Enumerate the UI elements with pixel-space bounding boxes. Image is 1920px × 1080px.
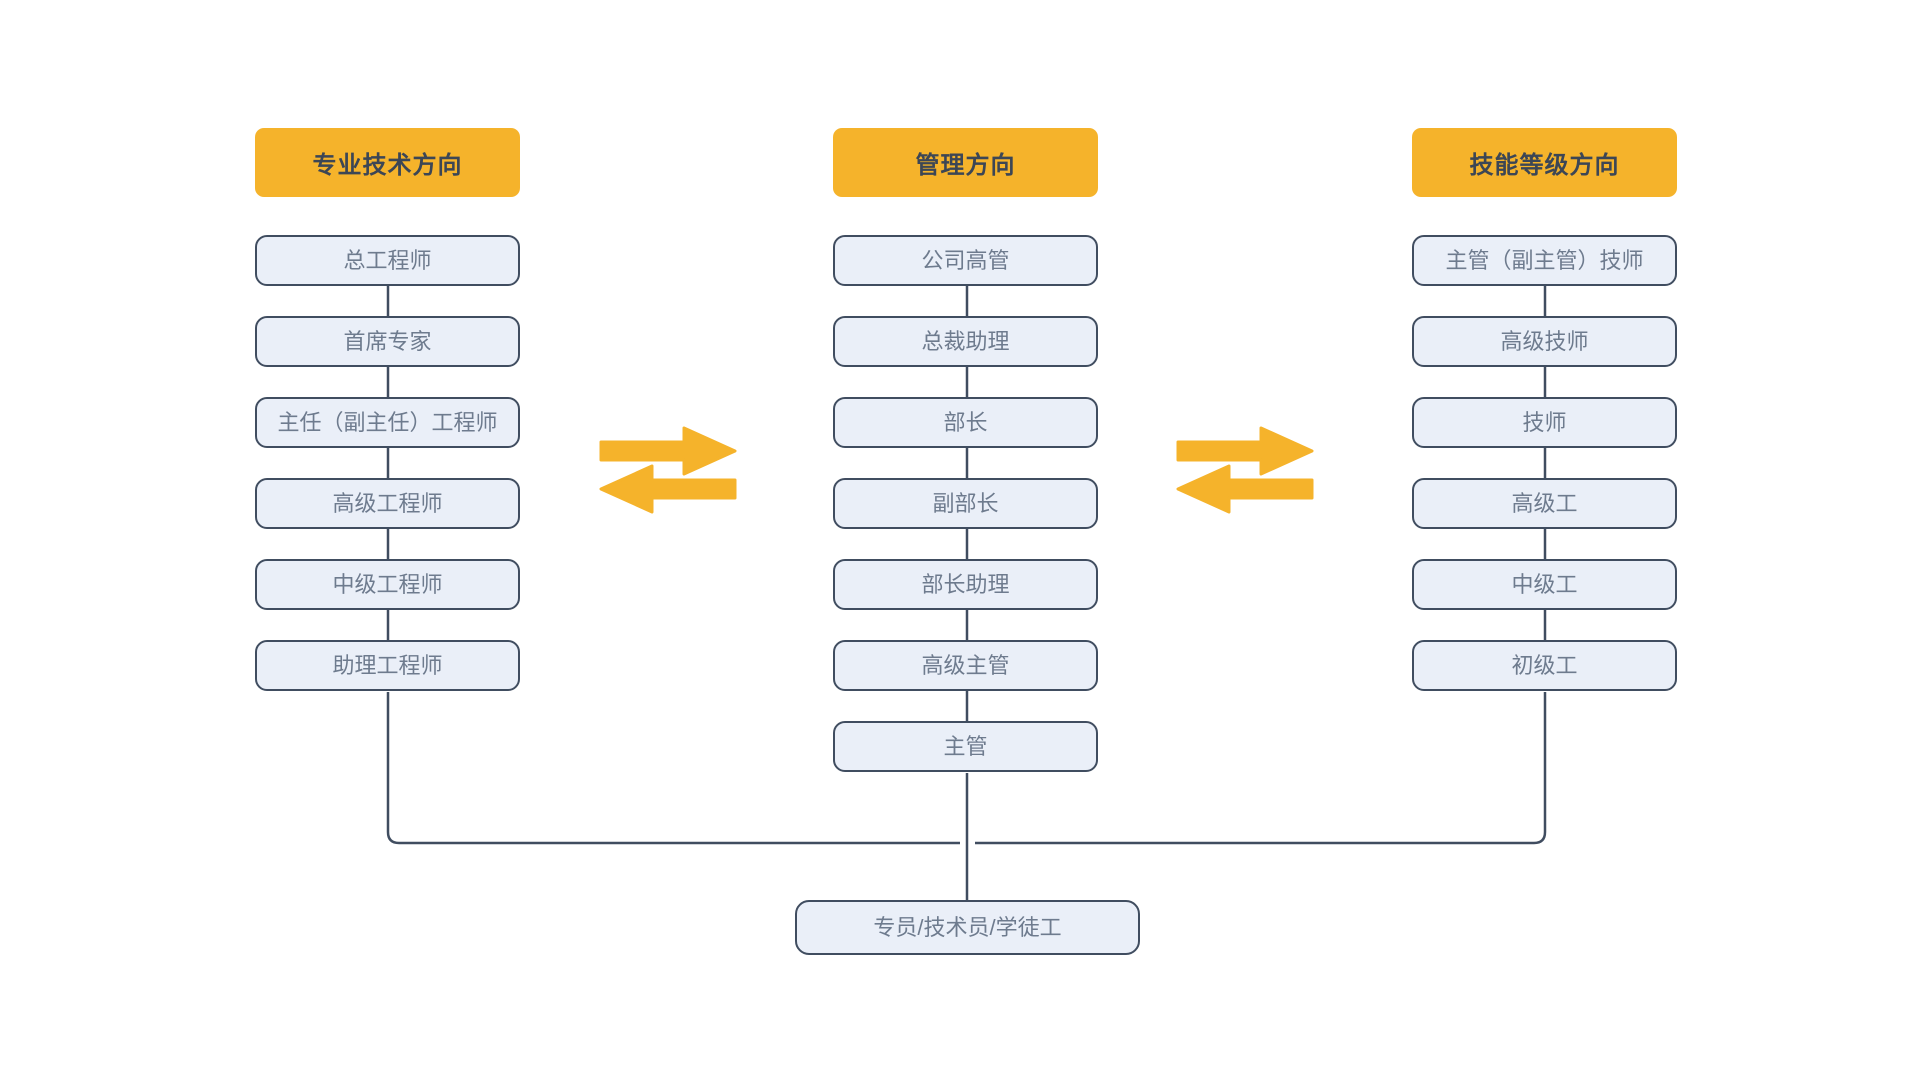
node-skill-1-label: 主管（副主管）技师	[1445, 247, 1644, 273]
node-technical-6-label: 助理工程师	[332, 652, 443, 678]
node-technical-3[interactable]: 主任（副主任）工程师	[255, 397, 520, 448]
node-management-1-label: 公司高管	[921, 247, 1010, 273]
node-management-7[interactable]: 主管	[833, 721, 1098, 772]
node-management-4-label: 副部长	[932, 490, 999, 516]
column-header-management: 管理方向	[833, 128, 1098, 197]
exchange-arrows-left[interactable]	[598, 426, 738, 514]
node-management-3-label: 部长	[943, 409, 988, 435]
node-technical-1[interactable]: 总工程师	[255, 235, 520, 286]
node-management-5-label: 部长助理	[921, 571, 1010, 597]
node-management-5[interactable]: 部长助理	[833, 559, 1098, 610]
node-skill-2[interactable]: 高级技师	[1412, 316, 1677, 367]
node-management-2[interactable]: 总裁助理	[833, 316, 1098, 367]
column-header-management-label: 管理方向	[915, 152, 1016, 179]
node-technical-2[interactable]: 首席专家	[255, 316, 520, 367]
node-management-6[interactable]: 高级主管	[833, 640, 1098, 691]
column-header-technical-label: 专业技术方向	[312, 152, 463, 179]
node-skill-2-label: 高级技师	[1500, 328, 1589, 354]
node-skill-6-label: 初级工	[1511, 652, 1578, 678]
node-skill-1[interactable]: 主管（副主管）技师	[1412, 235, 1677, 286]
node-skill-3[interactable]: 技师	[1412, 397, 1677, 448]
two-way-arrow-icon	[1176, 426, 1314, 514]
node-management-6-label: 高级主管	[921, 652, 1010, 678]
exchange-arrows-right[interactable]	[1175, 426, 1315, 514]
node-management-4[interactable]: 副部长	[833, 478, 1098, 529]
node-technical-6[interactable]: 助理工程师	[255, 640, 520, 691]
node-technical-5[interactable]: 中级工程师	[255, 559, 520, 610]
node-skill-6[interactable]: 初级工	[1412, 640, 1677, 691]
node-management-2-label: 总裁助理	[921, 328, 1010, 354]
node-technical-4[interactable]: 高级工程师	[255, 478, 520, 529]
node-technical-3-label: 主任（副主任）工程师	[277, 409, 498, 435]
node-base-entry-label: 专员/技术员/学徒工	[873, 914, 1062, 940]
node-management-3[interactable]: 部长	[833, 397, 1098, 448]
node-skill-4-label: 高级工	[1511, 490, 1578, 516]
node-skill-3-label: 技师	[1522, 409, 1567, 435]
node-skill-5-label: 中级工	[1511, 571, 1578, 597]
node-management-1[interactable]: 公司高管	[833, 235, 1098, 286]
node-technical-1-label: 总工程师	[343, 247, 432, 273]
node-skill-4[interactable]: 高级工	[1412, 478, 1677, 529]
node-base-entry[interactable]: 专员/技术员/学徒工	[795, 900, 1140, 955]
node-management-7-label: 主管	[943, 733, 988, 759]
column-header-skill-label: 技能等级方向	[1469, 152, 1620, 179]
node-skill-5[interactable]: 中级工	[1412, 559, 1677, 610]
column-header-skill: 技能等级方向	[1412, 128, 1677, 197]
column-header-technical: 专业技术方向	[255, 128, 520, 197]
node-technical-4-label: 高级工程师	[332, 490, 443, 516]
node-technical-2-label: 首席专家	[343, 328, 432, 354]
two-way-arrow-icon	[599, 426, 737, 514]
node-technical-5-label: 中级工程师	[332, 571, 443, 597]
